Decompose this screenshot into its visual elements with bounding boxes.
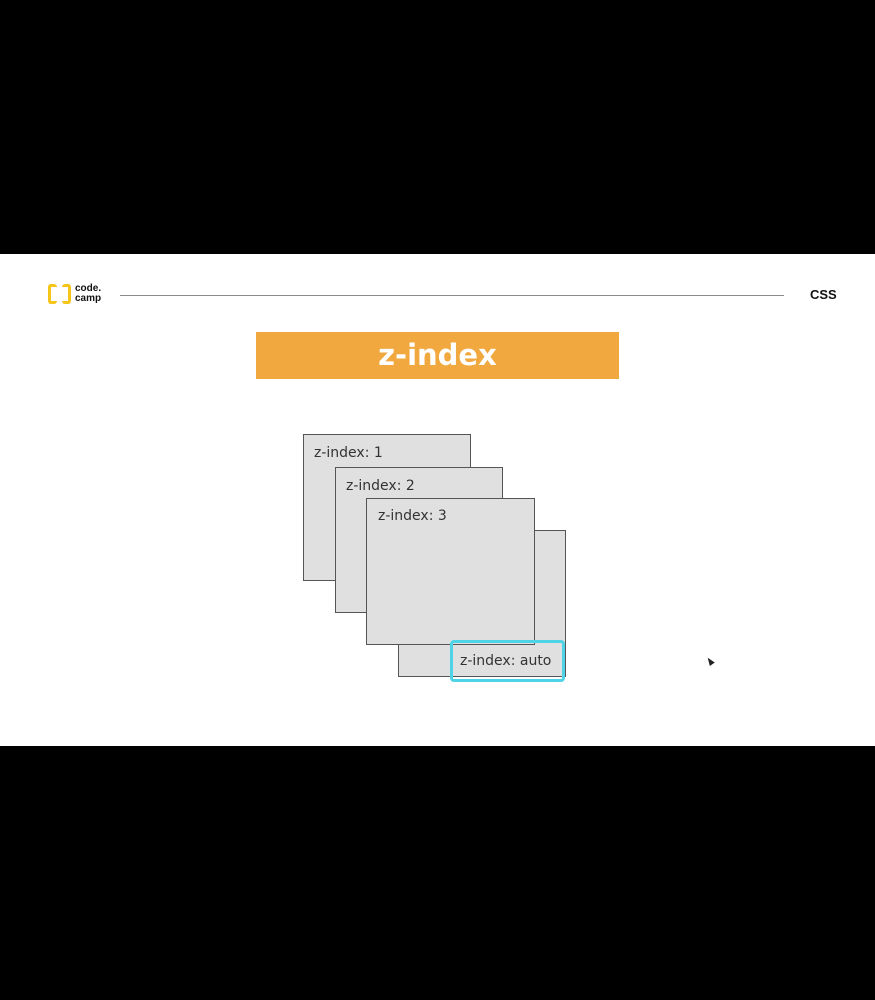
logo-left-bracket-icon [48,284,57,304]
section-label: CSS [810,287,837,302]
highlight-outline [450,640,565,682]
slide: code. camp CSS z-index z-index: auto z-i… [0,254,875,746]
logo-line-1: code. [75,283,102,294]
box-label: z-index: 2 [346,478,415,494]
mouse-cursor-icon [705,656,715,666]
codecamp-logo: code. camp [48,284,108,308]
box-label: z-index: 3 [378,508,447,524]
logo-text: code. camp [75,284,101,304]
box-z-index-3: z-index: 3 [366,498,535,645]
logo-line-2: camp [75,293,102,304]
logo-right-bracket-icon [62,284,71,304]
header-divider [120,295,784,296]
box-label: z-index: 1 [314,445,383,461]
box-label: z-index: auto [460,653,552,669]
slide-title: z-index [256,332,619,379]
